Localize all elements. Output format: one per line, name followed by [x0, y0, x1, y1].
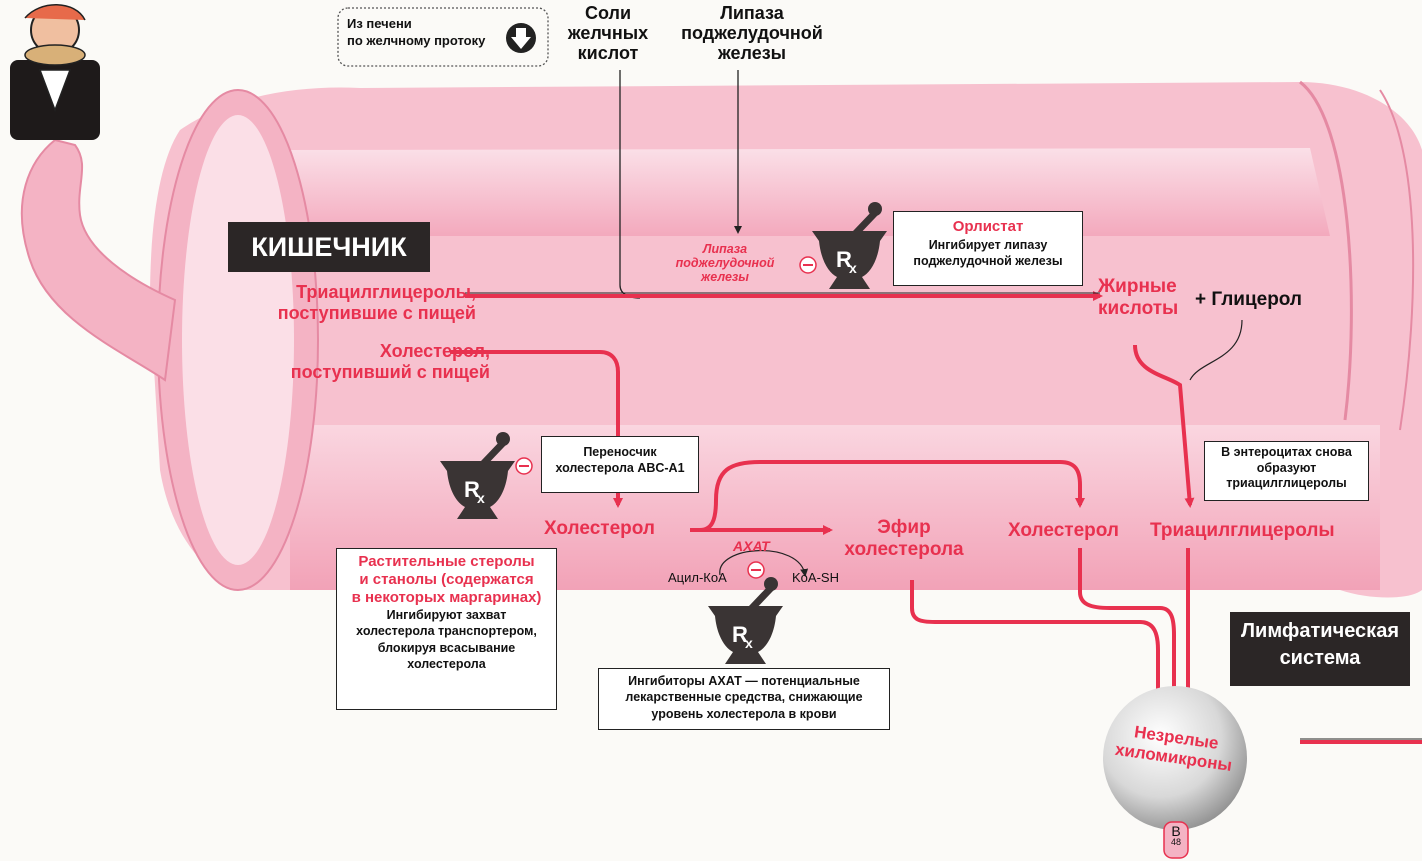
cholesterol-ester-label: Эфир холестерола — [830, 517, 978, 561]
top-note: Из печени по желчному протоку — [347, 17, 485, 47]
enterocytes-box: В энтероцитах снова образуют триацилглиц… — [1204, 441, 1369, 501]
pancreatic-lipase-line1: Липаза — [720, 3, 784, 23]
svg-text:R: R — [836, 247, 852, 272]
apo-b48-tag — [1163, 821, 1189, 859]
orlistat-box: Орлистат Ингибирует липазу поджелудочной… — [893, 211, 1083, 286]
acat-inhibitors-line3: уровень холестерола в крови — [651, 706, 837, 721]
lipase-enzyme-label: Липаза поджелудочной железы — [655, 242, 795, 284]
apo-number: 48 — [1170, 837, 1181, 847]
pancreatic-lipase-line2: поджелудочной — [681, 23, 823, 44]
apo-b48-label: B 48 — [1164, 824, 1188, 847]
dietary-chol-line2: поступивший с пищей — [290, 361, 490, 382]
plant-sterols-line1: Растительные стеролы — [358, 553, 535, 570]
acat-inhibitors-line2: лекарственные средства, снижающие — [625, 690, 863, 705]
lipase-italic-line3: железы — [701, 269, 749, 284]
pancreatic-lipase-line3: железы — [717, 43, 787, 64]
plant-sterols-box: Растительные стеролы и станолы (содержат… — [336, 548, 557, 710]
dietary-tag-label: Триацилглицеролы, поступившие с пищей — [232, 282, 476, 323]
fatty-acids-line2: кислоты — [1098, 297, 1179, 319]
person-eating-icon — [10, 4, 100, 140]
enterocytes-line1: В энтероцитах снова — [1221, 445, 1352, 459]
tag-right-label: Триацилглицеролы — [1150, 520, 1335, 541]
plant-sterols-line2: и станолы (содержатся — [359, 571, 534, 588]
mortar-pestle-rx-icon: R x — [812, 202, 887, 289]
lymphatic-system-label: Лимфатическая система — [1230, 612, 1410, 686]
orlistat-line1: Ингибирует липазу — [928, 237, 1048, 252]
down-arrow-circle-icon — [506, 23, 536, 53]
svg-text:x: x — [477, 490, 485, 506]
orlistat-title: Орлистат — [952, 218, 1024, 235]
acat-label: АХАТ — [733, 538, 770, 554]
cholesterol-label: Холестерол — [544, 518, 655, 539]
plant-sterols-line3: в некоторых маргаринах) — [351, 589, 542, 606]
lymph-line1: Лимфатическая — [1241, 620, 1399, 642]
minus-circle-icon — [747, 561, 765, 579]
plant-sterols-line4: Ингибируют захват — [386, 608, 507, 622]
transporter-line2: холестерола ABC-A1 — [555, 461, 685, 476]
ester-line2: холестерола — [844, 538, 964, 560]
dietary-tag-line2: поступившие с пищей — [277, 302, 476, 323]
pancreatic-lipase-label: Липаза поджелудочной железы — [660, 3, 844, 63]
svg-text:R: R — [464, 477, 480, 502]
enterocytes-line3: триацилглицеролы — [1226, 476, 1347, 491]
fatty-acids-line1: Жирные — [1098, 276, 1177, 297]
lipase-italic-line1: Липаза — [702, 242, 748, 256]
chylomicron-sphere — [1103, 686, 1247, 830]
transporter-box: Переносчик холестерола ABC-A1 — [541, 436, 699, 493]
transporter-line1: Переносчик — [583, 445, 657, 459]
svg-text:x: x — [745, 635, 753, 651]
koa-sh-label: KoA-SH — [792, 570, 839, 585]
svg-text:x: x — [849, 260, 857, 276]
stomach-icon — [20, 138, 177, 382]
dietary-chol-line1: Холестерол, — [379, 341, 490, 361]
orlistat-line2: поджелудочной железы — [913, 253, 1063, 268]
intestine-label: КИШЕЧНИК — [228, 222, 430, 272]
plant-sterols-line6: блокируя всасывание — [377, 640, 516, 655]
acat-inhibitors-line1: Ингибиторы АХАТ — потенциальные — [628, 674, 860, 688]
plant-sterols-line5: холестерола транспортером, — [356, 624, 537, 639]
bile-salts-label: Соли желчных кислот — [556, 3, 660, 63]
minus-circle-icon — [799, 256, 817, 274]
dietary-tag-line1: Триацилглицеролы, — [296, 282, 476, 302]
acyl-coa-label: Ацил-КоА — [668, 570, 727, 585]
top-note-line1: Из печени — [347, 16, 412, 31]
mortar-pestle-rx-icon: R x — [440, 432, 515, 519]
bile-salts-line1: Соли — [584, 3, 632, 23]
acat-inhibitors-box: Ингибиторы АХАТ — потенциальные лекарств… — [598, 668, 890, 730]
mortar-pestle-rx-icon: R x — [708, 577, 783, 664]
minus-circle-icon — [515, 457, 533, 475]
plant-sterols-line7: холестерола — [407, 656, 486, 671]
lymph-line2: система — [1279, 647, 1361, 669]
enterocytes-line2: образуют — [1256, 460, 1317, 475]
bile-salts-line3: кислот — [577, 43, 639, 64]
bile-salts-line2: желчных — [567, 23, 649, 44]
svg-text:R: R — [732, 622, 748, 647]
dietary-cholesterol-label: Холестерол, поступивший с пищей — [230, 341, 490, 382]
lipase-italic-line2: поджелудочной — [675, 255, 775, 270]
apo-letter: B — [1171, 823, 1181, 839]
cholesterol-right-label: Холестерол — [1008, 520, 1119, 541]
ester-line1: Эфир — [877, 517, 931, 538]
top-note-line2: по желчному протоку — [347, 32, 486, 48]
fatty-acids-label: Жирные кислоты — [1098, 276, 1178, 320]
glycerol-label: + Глицерол — [1195, 289, 1303, 310]
